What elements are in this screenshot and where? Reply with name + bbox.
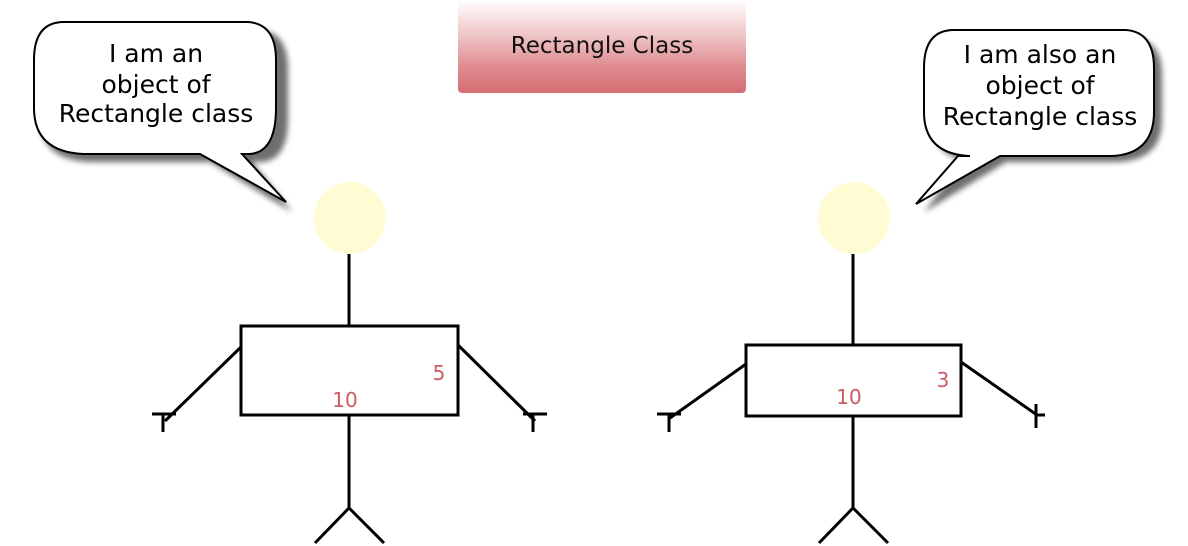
object-2-left-leg <box>817 506 855 545</box>
object-2-bubble-line-1: I am also an <box>964 40 1117 69</box>
class-title: Rectangle Class <box>510 33 694 59</box>
object-2-speech-bubble <box>915 29 1155 205</box>
object-2-figure: I am also an object of Rectangle class 1… <box>657 29 1162 545</box>
class-title-banner: Rectangle Class <box>458 0 746 93</box>
object-2-breadth-label: 3 <box>937 368 950 392</box>
object-1-left-arm <box>163 345 243 423</box>
object-1-bubble-line-1: I am an <box>109 39 203 68</box>
object-2-right-leg <box>851 506 890 545</box>
object-1-right-arm <box>456 343 537 423</box>
object-2-bubble-line-3: Rectangle class <box>943 102 1138 131</box>
object-1-breadth-label: 5 <box>433 361 446 385</box>
object-2-left-arm <box>669 362 747 420</box>
object-2-head <box>818 182 890 254</box>
object-1-speech-bubble <box>33 21 287 203</box>
object-2-bubble-line-2: object of <box>985 71 1095 100</box>
object-1-bubble-line-2: object of <box>101 70 211 99</box>
object-1-length-label: 10 <box>332 388 357 412</box>
object-1-right-leg <box>347 506 386 545</box>
object-1-figure: I am an object of Rectangle class 10 5 <box>33 21 547 545</box>
object-2-right-arm <box>960 360 1038 417</box>
object-1-bubble-line-3: Rectangle class <box>59 99 254 128</box>
object-2-length-label: 10 <box>836 385 861 409</box>
object-1-rectangle-body <box>239 324 460 417</box>
object-1-head <box>314 182 386 254</box>
object-1-left-leg <box>313 506 351 545</box>
